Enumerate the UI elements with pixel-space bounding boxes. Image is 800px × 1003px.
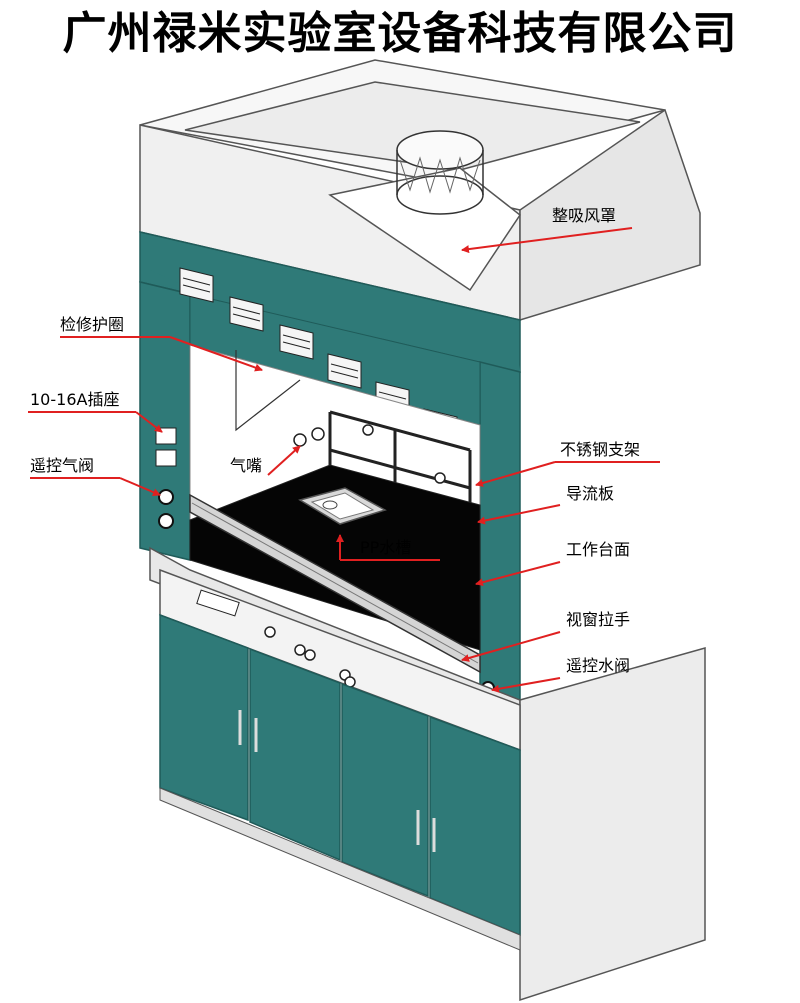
sash-handle-line — [191, 502, 479, 664]
label-gas-valve-remote: 遥控气阀 — [30, 456, 95, 475]
arrow-socket-2 — [135, 411, 163, 433]
label-baffle: 导流板 — [566, 484, 615, 503]
label-hood: 整吸风罩 — [552, 206, 617, 225]
label-stainless-rack: 不锈钢支架 — [560, 440, 641, 459]
hood-box — [139, 59, 701, 322]
cabinet-door — [429, 715, 521, 937]
label-sash-handle: 视窗拉手 — [566, 610, 631, 629]
vent-grille — [229, 296, 264, 332]
annotation-arrows — [28, 227, 660, 693]
hood-funnel — [328, 167, 522, 292]
arrow-worktop — [475, 561, 561, 587]
cabinet-side — [519, 647, 706, 1002]
label-sink: PP水槽 — [360, 538, 412, 557]
cabinet-door — [159, 613, 249, 822]
vent-grille — [279, 324, 314, 360]
cabinet-door — [341, 682, 429, 898]
company-title: 广州禄米实验室设备科技有限公司 — [62, 8, 738, 59]
label-gas-nozzle: 气嘴 — [230, 456, 263, 475]
gas-nozzles — [293, 424, 446, 484]
arrow-service-frame-2 — [169, 336, 263, 372]
arrow-hood — [461, 227, 633, 254]
door-handles — [238, 710, 436, 852]
hood-box-side — [519, 108, 701, 322]
label-water-valve-remote: 遥控水阀 — [566, 656, 631, 675]
label-service-frame: 检修护圈 — [60, 315, 125, 334]
vent-grille — [327, 353, 362, 389]
label-socket: 10-16A插座 — [30, 390, 120, 409]
cabinet-plinth — [159, 787, 521, 951]
cabinet-doors — [159, 613, 521, 937]
exhaust-collar — [396, 130, 484, 215]
cabinet-door — [249, 647, 341, 862]
label-worktop: 工作台面 — [566, 540, 631, 559]
worktop — [189, 464, 481, 651]
gas-valve-knobs — [158, 489, 174, 529]
arrow-baffle — [477, 504, 561, 525]
pp-sink — [298, 487, 387, 525]
arrow-gas-valve-2 — [119, 477, 161, 496]
service-frame-outline — [235, 350, 301, 432]
arrow-sash-handle — [461, 631, 561, 662]
arrow-gas-nozzle — [267, 445, 301, 476]
vent-grille — [179, 267, 214, 303]
arrow-water-valve — [491, 677, 561, 693]
hood-opening — [184, 81, 641, 171]
arrow-rack-2 — [475, 461, 556, 487]
cabinet-valve-knobs — [264, 626, 356, 688]
right-column — [479, 361, 521, 713]
control-label-plate — [196, 589, 240, 617]
